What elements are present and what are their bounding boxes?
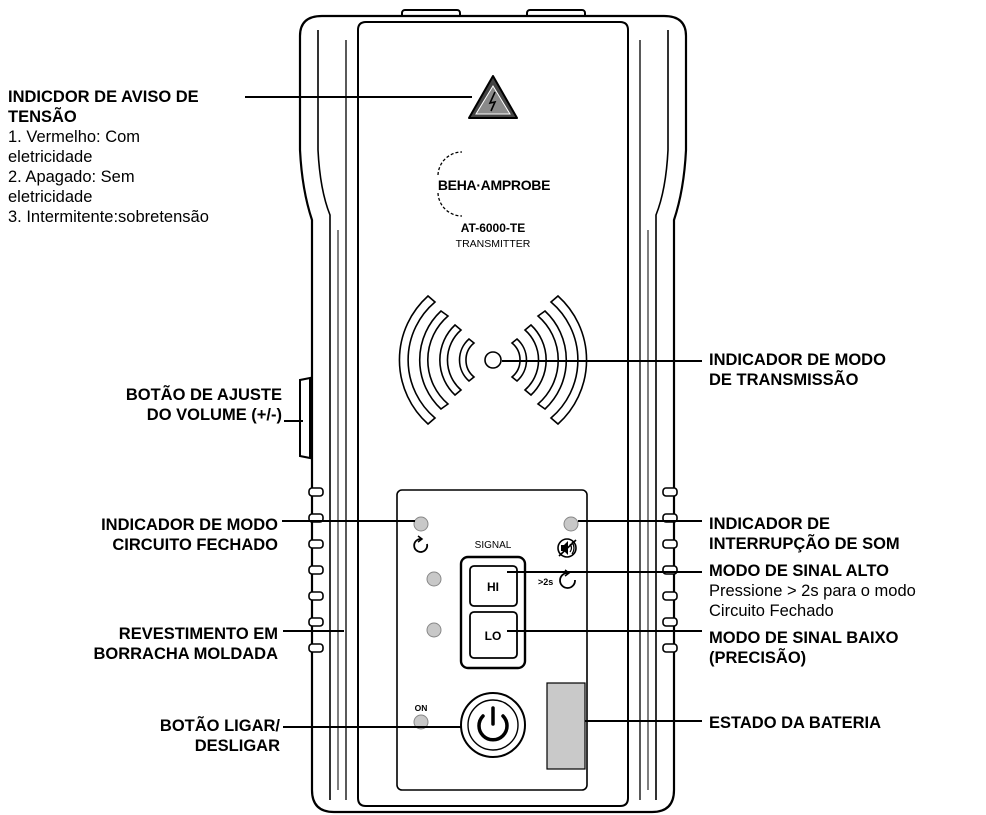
lo-button[interactable]: [469, 611, 518, 659]
high-signal-line-1: Pressione > 2s para o modo: [709, 582, 916, 600]
high-signal-line-2: Circuito Fechado: [709, 602, 834, 620]
callout-rubber: REVESTIMENTO EM BORRACHA MOLDADA: [20, 624, 278, 664]
transmission-waves-icon: [398, 294, 588, 426]
closed-circuit-led: [413, 516, 429, 532]
mute-led: [563, 516, 579, 532]
closed-circuit-icon: [413, 535, 429, 553]
model-subtitle: TRANSMITTER: [456, 238, 531, 250]
hi-led: [426, 571, 442, 587]
power-button[interactable]: [460, 692, 526, 758]
signal-label: SIGNAL: [475, 540, 512, 551]
callout-voltage-warning: INDICDOR DE AVISO DE TENSÃO 1. Vermelho:…: [8, 87, 248, 227]
callout-low-signal: MODO DE SINAL BAIXO (PRECISÃO): [709, 628, 979, 668]
callout-power: BOTÃO LIGAR/ DESLIGAR: [60, 716, 280, 756]
voltage-warning-title: INDICDOR DE AVISO DE TENSÃO: [8, 88, 199, 126]
power-icon: [477, 714, 509, 742]
callout-volume: BOTÃO DE AJUSTE DO VOLUME (+/-): [60, 385, 282, 425]
transmission-led: [484, 351, 502, 369]
volume-rocker[interactable]: [299, 376, 311, 460]
voltage-warning-line-5: 3. Intermitente:sobretensão: [8, 208, 209, 226]
hi-label: HI: [487, 580, 499, 594]
voltage-warning-line-3: 2. Apagado: Sem: [8, 168, 135, 186]
volume-title: BOTÃO DE AJUSTE DO VOLUME (+/-): [125, 386, 282, 424]
brand-name: BEHA·AMPROBE: [438, 177, 550, 193]
transmission-title: INDICADOR DE MODO DE TRANSMISSÃO: [709, 351, 886, 389]
mute-icon: [557, 538, 577, 558]
power-title: BOTÃO LIGAR/ DESLIGAR: [159, 717, 280, 755]
callout-transmission: INDICADOR DE MODO DE TRANSMISSÃO: [709, 350, 979, 390]
on-led: [413, 714, 429, 730]
voltage-warning-icon: [468, 75, 518, 119]
callout-mute: INDICADOR DE INTERRUPÇÃO DE SOM: [709, 514, 979, 554]
rubber-title: REVESTIMENTO EM BORRACHA MOLDADA: [93, 625, 278, 663]
voltage-warning-line-4: eletricidade: [8, 188, 93, 206]
brand-logo-icon: [437, 151, 463, 217]
lo-led: [426, 622, 442, 638]
callout-battery: ESTADO DA BATERIA: [709, 713, 979, 733]
housing-inner-left: [317, 30, 331, 800]
grip-ribs-right: [662, 487, 678, 653]
housing-inner-right: [655, 30, 669, 800]
battery-status-window: [546, 682, 586, 770]
voltage-warning-line-1: 1. Vermelho: Com: [8, 128, 141, 146]
callout-high-signal: MODO DE SINAL ALTO Pressione > 2s para o…: [709, 561, 984, 621]
callout-closed-circuit: INDICADOR DE MODO CIRCUITO FECHADO: [20, 515, 278, 555]
model-name: AT-6000-TE: [461, 221, 525, 235]
mute-title: INDICADOR DE INTERRUPÇÃO DE SOM: [709, 515, 900, 553]
hi-button[interactable]: [469, 565, 518, 607]
hold-label: >2s: [538, 577, 553, 587]
high-signal-title: MODO DE SINAL ALTO: [709, 562, 889, 580]
leader-lines: [245, 96, 702, 728]
battery-title: ESTADO DA BATERIA: [709, 714, 882, 732]
closed-circuit-title: INDICADOR DE MODO CIRCUITO FECHADO: [101, 516, 278, 554]
lo-label: LO: [485, 629, 502, 643]
voltage-warning-line-2: eletricidade: [8, 148, 93, 166]
on-label: ON: [415, 703, 428, 713]
low-signal-title: MODO DE SINAL BAIXO (PRECISÃO): [709, 629, 899, 667]
